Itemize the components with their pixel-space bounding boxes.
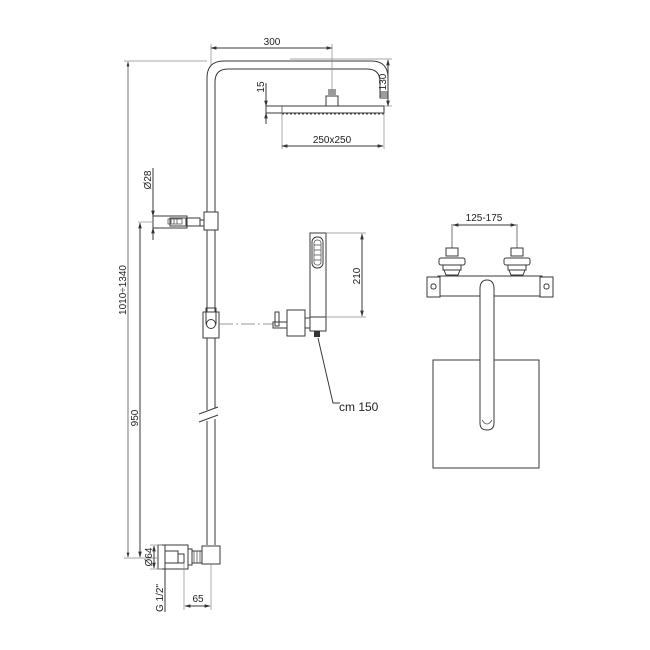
dim-mixer-center-distance: 125-175 — [466, 213, 503, 224]
slider — [202, 307, 220, 339]
dim-total-height: 1010÷1340 — [118, 265, 129, 315]
break-mark — [198, 406, 219, 415]
dimensions-side-view: 300 130 15 250x250 1010÷1340 950 Ø28 Ø64 — [118, 37, 392, 612]
upper-pipe — [206, 60, 389, 212]
shower-column-side-view — [152, 60, 389, 570]
hose-leader — [317, 337, 340, 404]
break-mark — [198, 414, 219, 423]
handshower — [309, 232, 327, 337]
dim-bracket-diameter: Ø28 — [143, 170, 154, 189]
dim-head-thickness: 15 — [256, 81, 267, 93]
mixer-body — [426, 275, 554, 298]
dim-thread: G 1/2" — [155, 584, 166, 612]
wall-bracket-top — [152, 211, 219, 231]
right-eccentric-connector — [503, 247, 531, 276]
right-handle — [539, 276, 554, 298]
wall-outlet — [157, 544, 221, 570]
shower-head — [265, 105, 385, 115]
dim-head-height: 130 — [378, 73, 389, 90]
lower-pipe — [198, 230, 219, 545]
dim-arm-length: 300 — [264, 37, 281, 48]
hose-connector — [314, 331, 320, 337]
dim-outlet-offset: 65 — [192, 594, 204, 605]
screw-anchor — [167, 218, 183, 225]
thermostatic-mixer-front-view: 125-175 — [426, 213, 554, 469]
dim-hose-length: cm 150 — [339, 400, 379, 414]
dim-head-size: 250x250 — [313, 135, 352, 146]
mixer-outlet-pipe — [479, 279, 495, 431]
dim-outlet-height: 950 — [130, 409, 141, 426]
left-eccentric-connector — [438, 247, 466, 276]
dim-handshower-length: 210 — [352, 267, 363, 284]
head-swivel — [325, 95, 339, 107]
left-handle — [426, 276, 441, 298]
dim-flange-diameter: Ø64 — [144, 547, 155, 566]
handshower-holder — [272, 309, 314, 337]
